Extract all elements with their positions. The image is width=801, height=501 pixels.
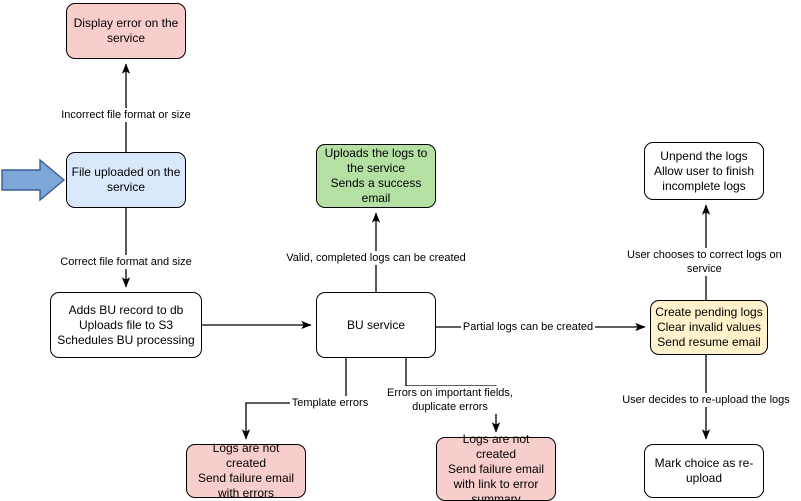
edge-label-user-decides-reupload: User decides to re-upload the logs [620,393,792,407]
node-uploads-logs[interactable]: Uploads the logs to the service Sends a … [316,144,436,208]
edge-label-template-errors: Template errors [289,396,371,410]
input-block-arrow [1,158,66,202]
node-create-pending-logs[interactable]: Create pending logs Clear invalid values… [650,300,768,355]
edge-label-incorrect-format: Incorrect file format or size [59,108,193,122]
edge-label-user-chooses-correct: User chooses to correct logs on service [607,248,801,276]
node-file-uploaded[interactable]: File uploaded on the service [66,152,186,208]
edge-label-errors-important-fields: Errors on important fields, duplicate er… [385,386,515,414]
node-display-error[interactable]: Display error on the service [66,3,186,59]
node-mark-choice[interactable]: Mark choice as re- upload [644,444,764,498]
edge-label-partial-logs: Partial logs can be created [460,320,596,334]
node-unpend-logs[interactable]: Unpend the logs Allow user to finish inc… [644,142,764,200]
node-adds-bu-record[interactable]: Adds BU record to db Uploads file to S3 … [50,292,202,358]
edge-label-correct-format: Correct file format and size [58,255,194,269]
node-logs-not-created-summary[interactable]: Logs are not created Send failure email … [436,432,556,501]
edge-label-valid-completed: Valid, completed logs can be created [284,251,468,265]
node-bu-service[interactable]: BU service [316,292,436,358]
node-logs-not-created-errors[interactable]: Logs are not created Send failure email … [186,441,306,500]
